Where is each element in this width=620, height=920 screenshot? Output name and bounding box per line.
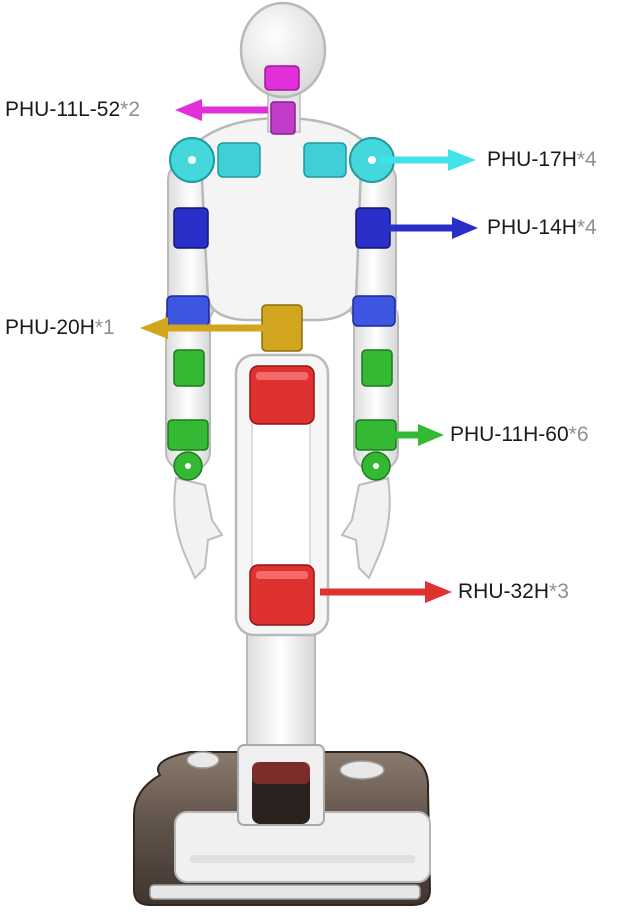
label-neck-qty: *2 — [120, 98, 141, 121]
label-shoulder-actuator: PHU-17H*4 — [487, 148, 597, 172]
label-forearm-qty: *6 — [568, 423, 589, 446]
label-neck-model: PHU-11L-52 — [5, 98, 121, 121]
arrow-leg — [320, 581, 452, 603]
actuators-shoulder — [169, 137, 395, 183]
arrow-shoulder — [380, 149, 476, 171]
label-shoulder-qty: *4 — [576, 148, 597, 171]
label-upper-arm-actuator: PHU-14H*4 — [487, 216, 597, 240]
arrow-upper-arm — [388, 217, 478, 239]
arrow-neck — [175, 99, 268, 121]
actuators-forearm — [167, 349, 397, 481]
leg-frame — [234, 353, 330, 637]
label-forearm-model: PHU-11H-60 — [450, 423, 569, 446]
label-upper-arm-model: PHU-14H — [487, 216, 577, 239]
label-waist-qty: *1 — [94, 316, 115, 339]
label-upper-arm-qty: *4 — [576, 216, 597, 239]
arrow-waist — [140, 317, 295, 339]
label-neck-actuator: PHU-11L-52*2 — [5, 98, 140, 122]
label-leg-qty: *3 — [549, 580, 569, 603]
arrow-forearm — [385, 424, 444, 446]
actuators-leg — [249, 365, 315, 626]
label-shoulder-model: PHU-17H — [487, 148, 577, 171]
actuators-upper-arm — [166, 207, 396, 327]
label-leg-model: RHU-32H — [458, 580, 550, 603]
label-leg-actuator: RHU-32H*3 — [458, 580, 569, 604]
label-waist-actuator: PHU-20H*1 — [5, 316, 115, 340]
actuators-neck — [264, 65, 300, 135]
label-waist-model: PHU-20H — [5, 316, 95, 339]
lower-leg-column — [237, 631, 325, 826]
label-forearm-actuator: PHU-11H-60*6 — [450, 423, 589, 447]
